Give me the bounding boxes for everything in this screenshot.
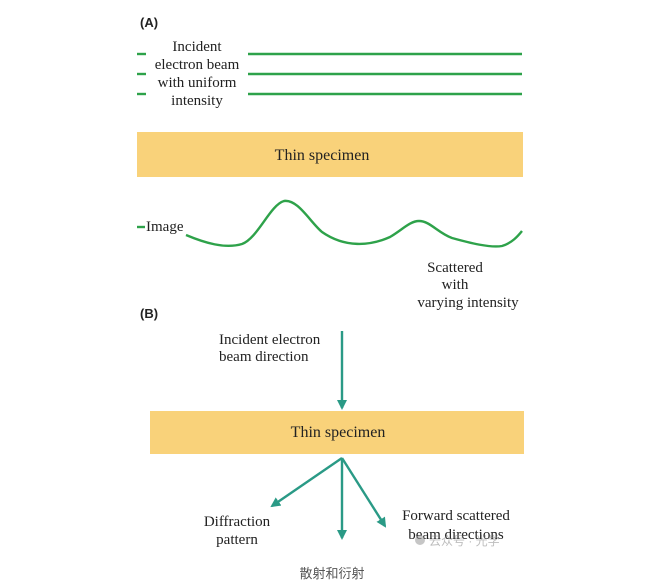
diffraction-label-line: pattern [216, 532, 258, 548]
thin-specimen-b-label: Thin specimen [291, 424, 386, 441]
scattered-arrows [270, 457, 387, 540]
diffraction-label: Diffraction pattern [204, 514, 271, 548]
thin-specimen-a [137, 132, 523, 177]
incident-direction-label-line: Incident electron [219, 332, 321, 348]
incident-beam-label-line: with uniform [158, 75, 237, 91]
incident-beam-label: Incident electron beam with uniform inte… [155, 39, 240, 109]
forward-scattered-label-line: beam directions [408, 527, 504, 543]
image-label: Image [146, 219, 184, 235]
figure-caption: 散射和衍射 [299, 566, 364, 581]
watermark: 云众号 · 光学 [415, 533, 500, 548]
panel-a-label: (A) [140, 15, 158, 30]
incident-direction-label-line: beam direction [219, 349, 309, 365]
diffraction-arrow [270, 457, 343, 508]
scattered-label-line: with [442, 277, 469, 293]
panel-b-label: (B) [140, 306, 158, 321]
watermark-icon [415, 535, 425, 545]
incident-beam-lines [137, 52, 522, 96]
forward-scattered-label: Forward scattered beam directions [402, 508, 510, 543]
thin-specimen-a-label: Thin specimen [275, 147, 370, 164]
scattered-label-line: varying intensity [417, 295, 519, 311]
forward-scattered-arrow [340, 457, 387, 528]
incident-beam-label-line: intensity [171, 93, 223, 109]
incident-direction-label: Incident electron beam direction [219, 332, 321, 365]
forward-scattered-label-line: Forward scattered [402, 508, 510, 524]
image-intensity-curve [185, 199, 523, 248]
thin-specimen-b [150, 411, 524, 454]
incident-beam-label-line: electron beam [155, 57, 240, 73]
scattered-label-line: Scattered [427, 260, 483, 276]
scattered-label: Scattered with varying intensity [417, 260, 519, 311]
watermark-text: 云众号 · 光学 [429, 533, 500, 548]
diffraction-label-line: Diffraction [204, 514, 271, 530]
incident-beam-label-line: Incident [172, 39, 222, 55]
